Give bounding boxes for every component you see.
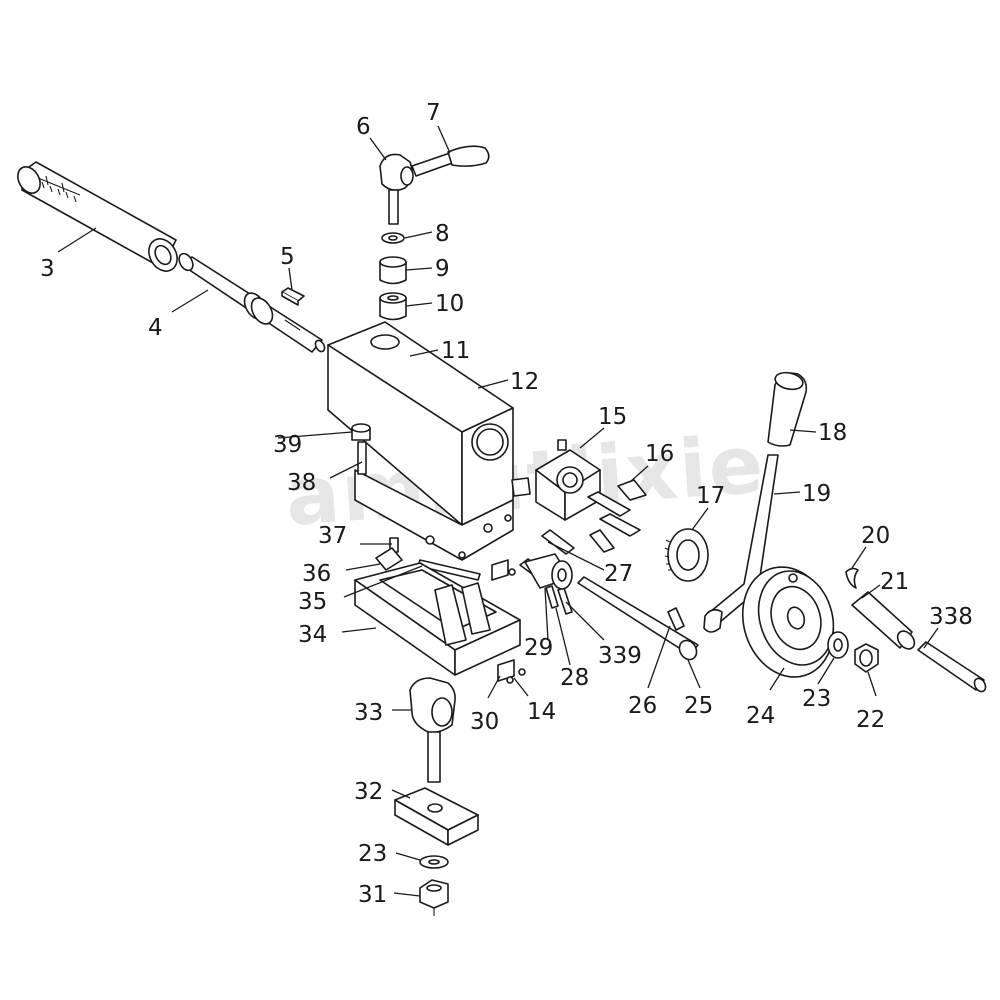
label-part-19: 19 (802, 481, 831, 507)
part-31-nut (419, 879, 449, 916)
label-part-34: 34 (298, 622, 327, 648)
label-part-15: 15 (598, 404, 627, 430)
label-part-22: 22 (856, 707, 885, 733)
label-part-31: 31 (358, 882, 387, 908)
label-part-36: 36 (302, 561, 331, 587)
label-part-23-upper: 23 (802, 686, 831, 712)
part-25-shaft (577, 576, 699, 661)
label-part-18: 18 (818, 420, 847, 446)
label-part-24: 24 (746, 703, 775, 729)
part-4-shaft (178, 252, 326, 353)
part-38-pin (357, 441, 367, 475)
label-part-20: 20 (861, 523, 890, 549)
label-part-16: 16 (645, 441, 674, 467)
part-22-nut-upper (854, 643, 879, 673)
label-part-9: 9 (435, 256, 450, 282)
label-part-3: 3 (40, 256, 55, 282)
label-part-39: 39 (273, 432, 302, 458)
part-19-crank-arm (703, 454, 779, 633)
leader-lines (57, 125, 939, 897)
label-part-8: 8 (435, 221, 450, 247)
part-39-nut (351, 423, 371, 441)
label-part-6: 6 (356, 114, 371, 140)
part-16-screws (587, 479, 647, 553)
label-part-12: 12 (510, 369, 539, 395)
part-labels: 3 4 5 6 7 8 9 10 11 12 15 16 17 18 19 20… (40, 100, 973, 908)
label-part-4: 4 (148, 315, 163, 341)
label-part-5: 5 (280, 244, 295, 270)
part-29-eccentric-bushing (524, 553, 573, 590)
label-part-37: 37 (318, 523, 347, 549)
part-30-gib-plate-lower (497, 659, 526, 684)
label-part-26: 26 (628, 693, 657, 719)
label-part-38: 38 (287, 470, 316, 496)
label-part-14: 14 (527, 699, 556, 725)
part-5-key (281, 287, 305, 306)
label-part-35: 35 (298, 589, 327, 615)
label-part-21: 21 (880, 569, 909, 595)
part-15-flange (511, 439, 601, 521)
part-9-bushing (379, 256, 407, 285)
part-17-dial-ring (664, 528, 709, 582)
part-6-lever-body (379, 153, 414, 225)
part-10-bushing (379, 292, 407, 321)
label-part-33: 33 (354, 700, 383, 726)
part-34-base-slide (354, 562, 521, 676)
part-32-t-nut (394, 787, 479, 846)
label-part-339: 339 (598, 643, 642, 669)
part-338-bolt (917, 641, 987, 693)
part-18-grip (767, 371, 808, 447)
part-7-handle (411, 145, 490, 177)
part-24-handwheel (741, 566, 835, 678)
part-8-washer (381, 232, 405, 244)
part-36-screw (375, 547, 403, 571)
part-26-pin (667, 607, 685, 631)
label-part-28: 28 (560, 665, 589, 691)
part-21-sleeve (851, 591, 916, 650)
part-12-housing (327, 321, 514, 561)
label-part-23-lower: 23 (358, 841, 387, 867)
label-part-7: 7 (426, 100, 441, 126)
label-part-32: 32 (354, 779, 383, 805)
label-part-338: 338 (929, 604, 973, 630)
label-part-30: 30 (470, 709, 499, 735)
part-23-washer-lower (419, 855, 449, 869)
part-30-gib-plate-upper (491, 559, 516, 581)
label-part-27: 27 (604, 561, 633, 587)
part-3-graduated-sleeve (17, 161, 178, 272)
part-33-clamp-block (409, 677, 456, 783)
label-part-11: 11 (441, 338, 470, 364)
label-part-17: 17 (696, 483, 725, 509)
label-part-25: 25 (684, 693, 713, 719)
label-part-29: 29 (524, 635, 553, 661)
part-23-washer-upper (827, 631, 849, 659)
part-339-pin (557, 587, 573, 615)
part-28-pin (545, 585, 559, 609)
part-20-clip (845, 567, 859, 589)
label-part-10: 10 (435, 291, 464, 317)
